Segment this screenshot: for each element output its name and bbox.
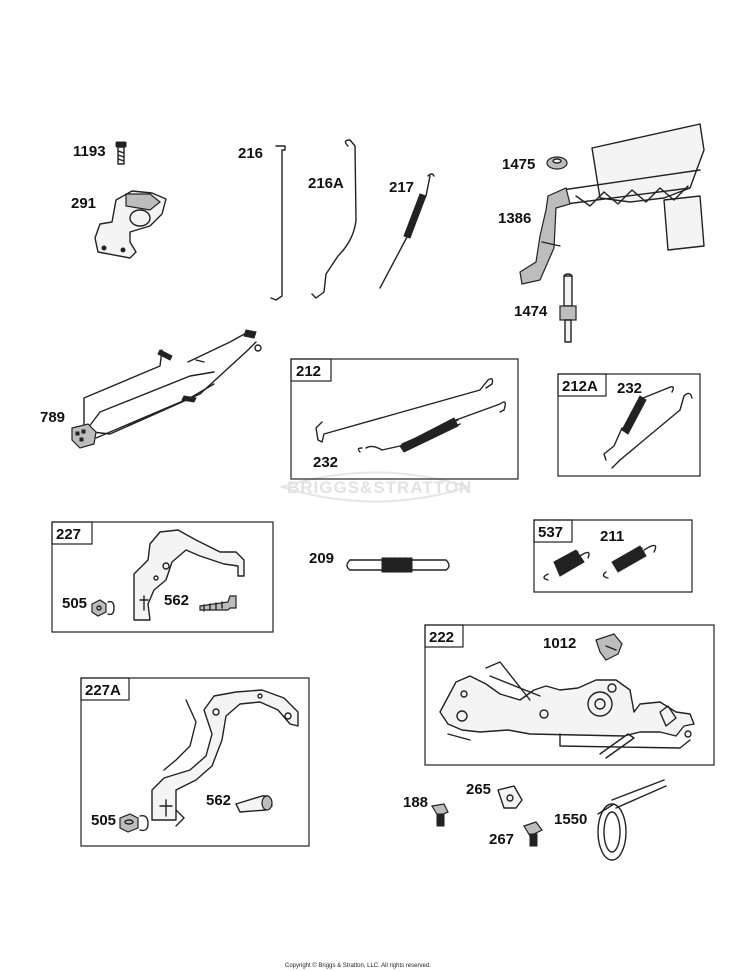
label-232-box212: 232 <box>313 454 338 471</box>
label-267: 267 <box>489 831 514 848</box>
box-537: 537 <box>533 519 693 593</box>
part-789-harness <box>71 329 262 449</box>
label-1386: 1386 <box>498 210 531 227</box>
box-212A-label: 212A <box>562 378 598 395</box>
part-267-screw <box>523 821 543 847</box>
label-1474: 1474 <box>514 303 548 320</box>
label-216: 216 <box>238 145 263 162</box>
label-216A: 216A <box>308 175 344 192</box>
box-537-label: 537 <box>538 524 563 541</box>
label-562-box227: 562 <box>164 592 189 609</box>
box-227A: 227A <box>80 677 310 847</box>
box-222-label: 222 <box>429 629 454 646</box>
label-211: 211 <box>600 528 624 545</box>
part-1193-bolt <box>115 141 127 165</box>
box-227A-label: 227A <box>85 682 121 699</box>
watermark-text: BRIGGS&STRATTON <box>287 478 472 497</box>
part-1550-belt <box>597 779 667 861</box>
label-1193: 1193 <box>73 143 106 160</box>
part-1475-nut <box>546 156 568 170</box>
box-212A: 212A <box>557 373 701 477</box>
label-209: 209 <box>309 550 334 567</box>
part-216A-rod <box>311 139 357 299</box>
label-505-box227A: 505 <box>91 812 116 829</box>
box-212-label: 212 <box>296 363 321 380</box>
box-227: 227 <box>51 521 274 633</box>
part-291-bracket <box>94 190 167 259</box>
label-291: 291 <box>71 195 96 212</box>
label-188: 188 <box>403 794 428 811</box>
label-265: 265 <box>466 781 491 798</box>
box-222: 222 <box>424 624 715 766</box>
label-1012: 1012 <box>543 635 576 652</box>
label-232-box212A: 232 <box>617 380 642 397</box>
brand-watermark: BRIGGS&STRATTON <box>278 471 472 503</box>
part-1386-assembly <box>519 123 705 285</box>
copyright-notice: Copyright © Briggs & Stratton, LLC. All … <box>285 962 431 969</box>
box-212: 212 <box>290 358 519 480</box>
part-1474-pin <box>559 273 577 343</box>
part-217-spring <box>379 173 435 289</box>
box-227-label: 227 <box>56 526 81 543</box>
label-789: 789 <box>40 409 65 426</box>
label-562-box227A: 562 <box>206 792 231 809</box>
part-265-clip <box>497 785 523 809</box>
part-209-spring <box>346 557 450 573</box>
label-217: 217 <box>389 179 414 196</box>
label-1475: 1475 <box>502 156 535 173</box>
label-505-box227: 505 <box>62 595 87 612</box>
part-188-bolt <box>431 803 449 827</box>
label-1550: 1550 <box>554 811 587 828</box>
part-216-rod <box>270 145 286 301</box>
